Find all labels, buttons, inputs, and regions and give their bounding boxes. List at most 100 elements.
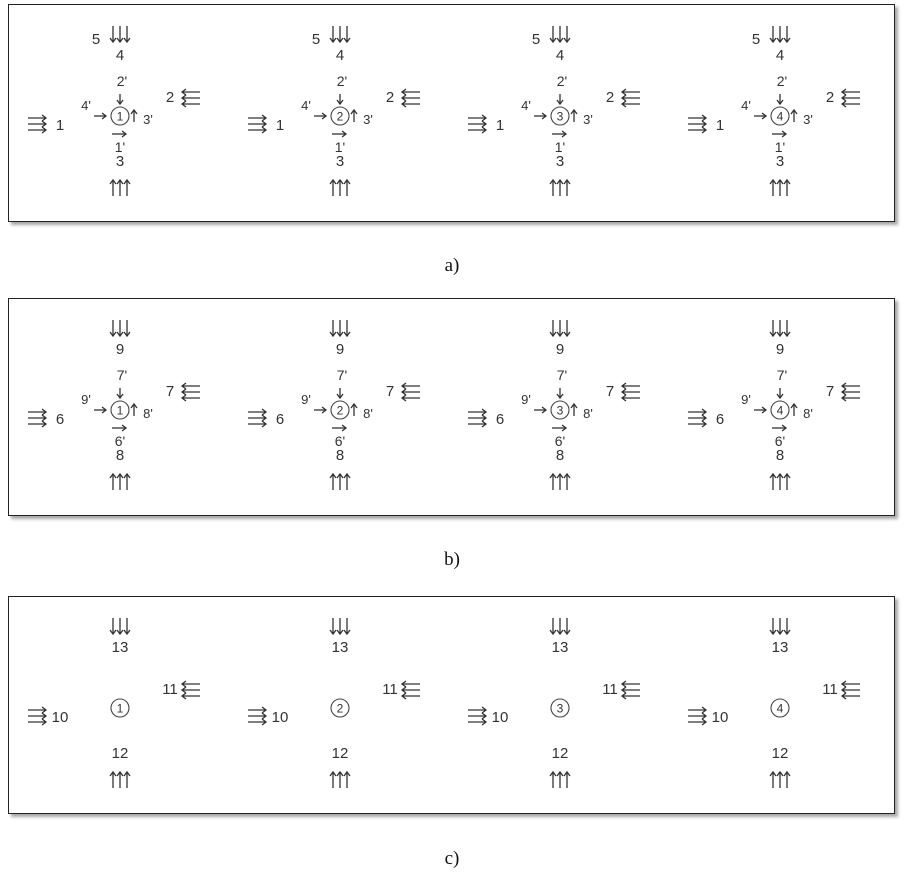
phase-number-circle (550, 698, 570, 718)
inner-south-label: 6' (115, 433, 125, 449)
east-approach-lane-3-head (400, 680, 407, 688)
west-approach-lane-1-head (41, 706, 48, 714)
east-approach-label: 2 (606, 89, 614, 106)
east-approach-label: 2 (826, 89, 834, 106)
south-approach-lane-1-head (769, 178, 777, 185)
east-approach-label: 11 (382, 681, 398, 698)
west-approach-label: 6 (496, 411, 504, 428)
east-approach-lane-3-head (840, 680, 847, 688)
north-approach-lane-2-head (116, 629, 124, 636)
south-approach-lane-2-head (336, 770, 344, 777)
south-approach-lane-2-head (116, 770, 124, 777)
west-approach-label: 6 (276, 411, 284, 428)
inner-north-arrow-head (116, 393, 124, 400)
north-approach-label: 9 (116, 341, 124, 358)
east-approach-label: 7 (826, 383, 834, 400)
north-approach-lane-1-head (563, 629, 571, 636)
east-approach-lane-2-head (180, 686, 187, 694)
north-approach-lane-3-head (549, 331, 557, 338)
west-approach-lane-3-head (261, 420, 268, 428)
inner-south-arrow-head (561, 130, 568, 138)
south-approach-label: 8 (556, 447, 564, 464)
inner-south-label: 1' (115, 139, 125, 155)
north-approach-label: 9 (776, 341, 784, 358)
south-approach-lane-1-head (549, 472, 557, 479)
phase-number: 2 (337, 110, 344, 124)
west-approach-label: 10 (52, 709, 69, 726)
south-approach-lane-1-head (109, 472, 117, 479)
inner-north-label: 2' (557, 73, 567, 89)
north-approach-label: 4 (116, 47, 124, 64)
phase-number: 3 (557, 404, 564, 418)
south-approach-lane-1-head (549, 178, 557, 185)
east-approach-lane-3-head (180, 680, 187, 688)
inner-south-label: 6' (335, 433, 345, 449)
east-approach-label: 7 (386, 383, 394, 400)
east-approach-lane-3-head (620, 88, 627, 96)
north-approach-lane-1-head (123, 331, 131, 338)
east-approach-lane-3-head (620, 382, 627, 390)
north-approach-lane-2-head (556, 331, 564, 338)
west-approach-lane-2-head (481, 414, 488, 422)
phase-number-circle (550, 106, 570, 126)
inner-west-arrow-head (541, 406, 548, 414)
south-approach-label: 12 (552, 745, 569, 762)
inner-east-arrow-head (350, 402, 358, 409)
west-approach-lane-3-head (481, 126, 488, 134)
north-approach-lane-2-head (776, 629, 784, 636)
inner-north-label: 7' (557, 367, 567, 383)
inner-west-arrow-head (761, 406, 768, 414)
west-approach-lane-1-head (701, 114, 708, 122)
west-approach-lane-1-head (261, 706, 268, 714)
west-approach-lane-2-head (41, 120, 48, 128)
east-approach-lane-1-head (840, 394, 847, 402)
west-approach-label: 6 (716, 411, 724, 428)
west-approach-label: 1 (496, 117, 504, 134)
inner-west-arrow-head (101, 406, 108, 414)
north-approach-lane-3-head (549, 37, 557, 44)
east-approach-lane-2-head (840, 94, 847, 102)
panel-caption-b: b) (444, 549, 460, 570)
south-approach-lane-2-head (556, 178, 564, 185)
north-approach-lane-1-head (783, 37, 791, 44)
north-approach-lane-1-head (343, 629, 351, 636)
phase-number-circle (110, 106, 130, 126)
north-approach-lane-3-head (109, 37, 117, 44)
phase-number-circle (110, 400, 130, 420)
west-approach-lane-2-head (41, 414, 48, 422)
phase-number-circle (330, 400, 350, 420)
inner-east-label: 3' (583, 112, 593, 127)
phase-number: 4 (777, 110, 784, 124)
south-approach-lane-2-head (556, 770, 564, 777)
inner-south-label: 6' (775, 433, 785, 449)
north-approach-label: 9 (336, 341, 344, 358)
east-approach-lane-2-head (620, 388, 627, 396)
inner-north-label: 7' (337, 367, 347, 383)
phase-number-circle (550, 400, 570, 420)
west-approach-label: 10 (492, 709, 509, 726)
inner-east-label: 3' (143, 112, 153, 127)
south-approach-label: 12 (332, 745, 349, 762)
south-approach-lane-3-head (783, 770, 791, 777)
west-approach-lane-3-head (701, 718, 708, 726)
south-approach-label: 3 (336, 153, 344, 170)
inner-west-label: 4' (741, 98, 751, 113)
west-approach-lane-3-head (481, 420, 488, 428)
north-approach-lane-2-head (116, 331, 124, 338)
west-approach-lane-2-head (701, 120, 708, 128)
inner-east-label: 3' (363, 112, 373, 127)
inner-north-arrow-head (556, 99, 564, 106)
east-approach-lane-1-head (400, 394, 407, 402)
inner-north-label: 2' (337, 73, 347, 89)
west-approach-lane-2-head (261, 120, 268, 128)
east-approach-label: 11 (822, 681, 838, 698)
inner-west-arrow-head (321, 112, 328, 120)
south-approach-lane-3-head (123, 770, 131, 777)
south-approach-lane-3-head (123, 178, 131, 185)
inner-south-label: 1' (335, 139, 345, 155)
north-approach-lane-1-head (123, 37, 131, 44)
north-approach-lane-3-head (329, 37, 337, 44)
